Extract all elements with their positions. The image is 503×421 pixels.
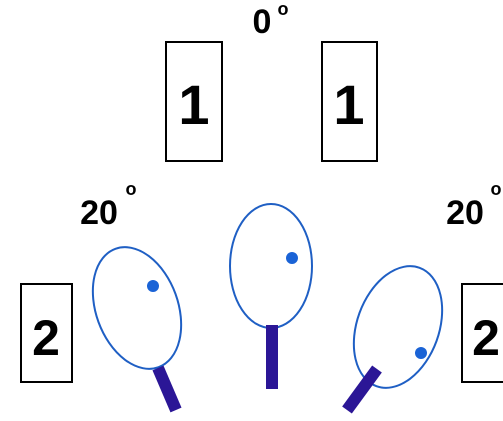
figure-right-outline: [352, 265, 444, 389]
angle-label-center-degree: o: [278, 0, 289, 19]
figure-center: [229, 203, 313, 389]
box-bottom-right-number: 2: [472, 310, 500, 366]
figure-left-pupil: [147, 280, 159, 292]
figure-left: [91, 246, 183, 413]
box-bottom-left-number: 2: [32, 310, 60, 366]
figure-left-outline: [91, 246, 183, 370]
box-top-right-frame: [321, 41, 378, 162]
angle-label-center: 0 o: [253, 0, 289, 41]
angle-label-right-degree: o: [491, 179, 502, 199]
figure-right: [342, 265, 444, 414]
box-top-right-number: 1: [333, 73, 364, 136]
angle-label-left-value: 20: [80, 194, 118, 232]
figure-center-pupil: [286, 252, 298, 264]
box-bottom-left-frame: [20, 283, 73, 383]
figure-center-outline: [229, 203, 313, 329]
box-top-right: 1: [321, 41, 378, 162]
angle-label-left-degree: o: [126, 179, 137, 199]
figure-right-pupil: [415, 347, 427, 359]
angle-label-right-value: 20: [446, 194, 484, 232]
angle-label-right: 20 o: [446, 179, 501, 232]
box-top-left-number: 1: [178, 73, 209, 136]
box-top-left: 1: [165, 41, 223, 162]
box-top-left-frame: [165, 41, 223, 162]
figure-right-stalk: [342, 365, 382, 414]
box-bottom-right-frame: [461, 283, 503, 383]
box-bottom-left: 2: [20, 283, 73, 383]
angle-label-center-value: 0: [253, 3, 272, 41]
figure-left-stalk: [152, 365, 182, 413]
box-bottom-right: 2: [461, 283, 503, 383]
angle-label-left: 20 o: [80, 179, 136, 232]
